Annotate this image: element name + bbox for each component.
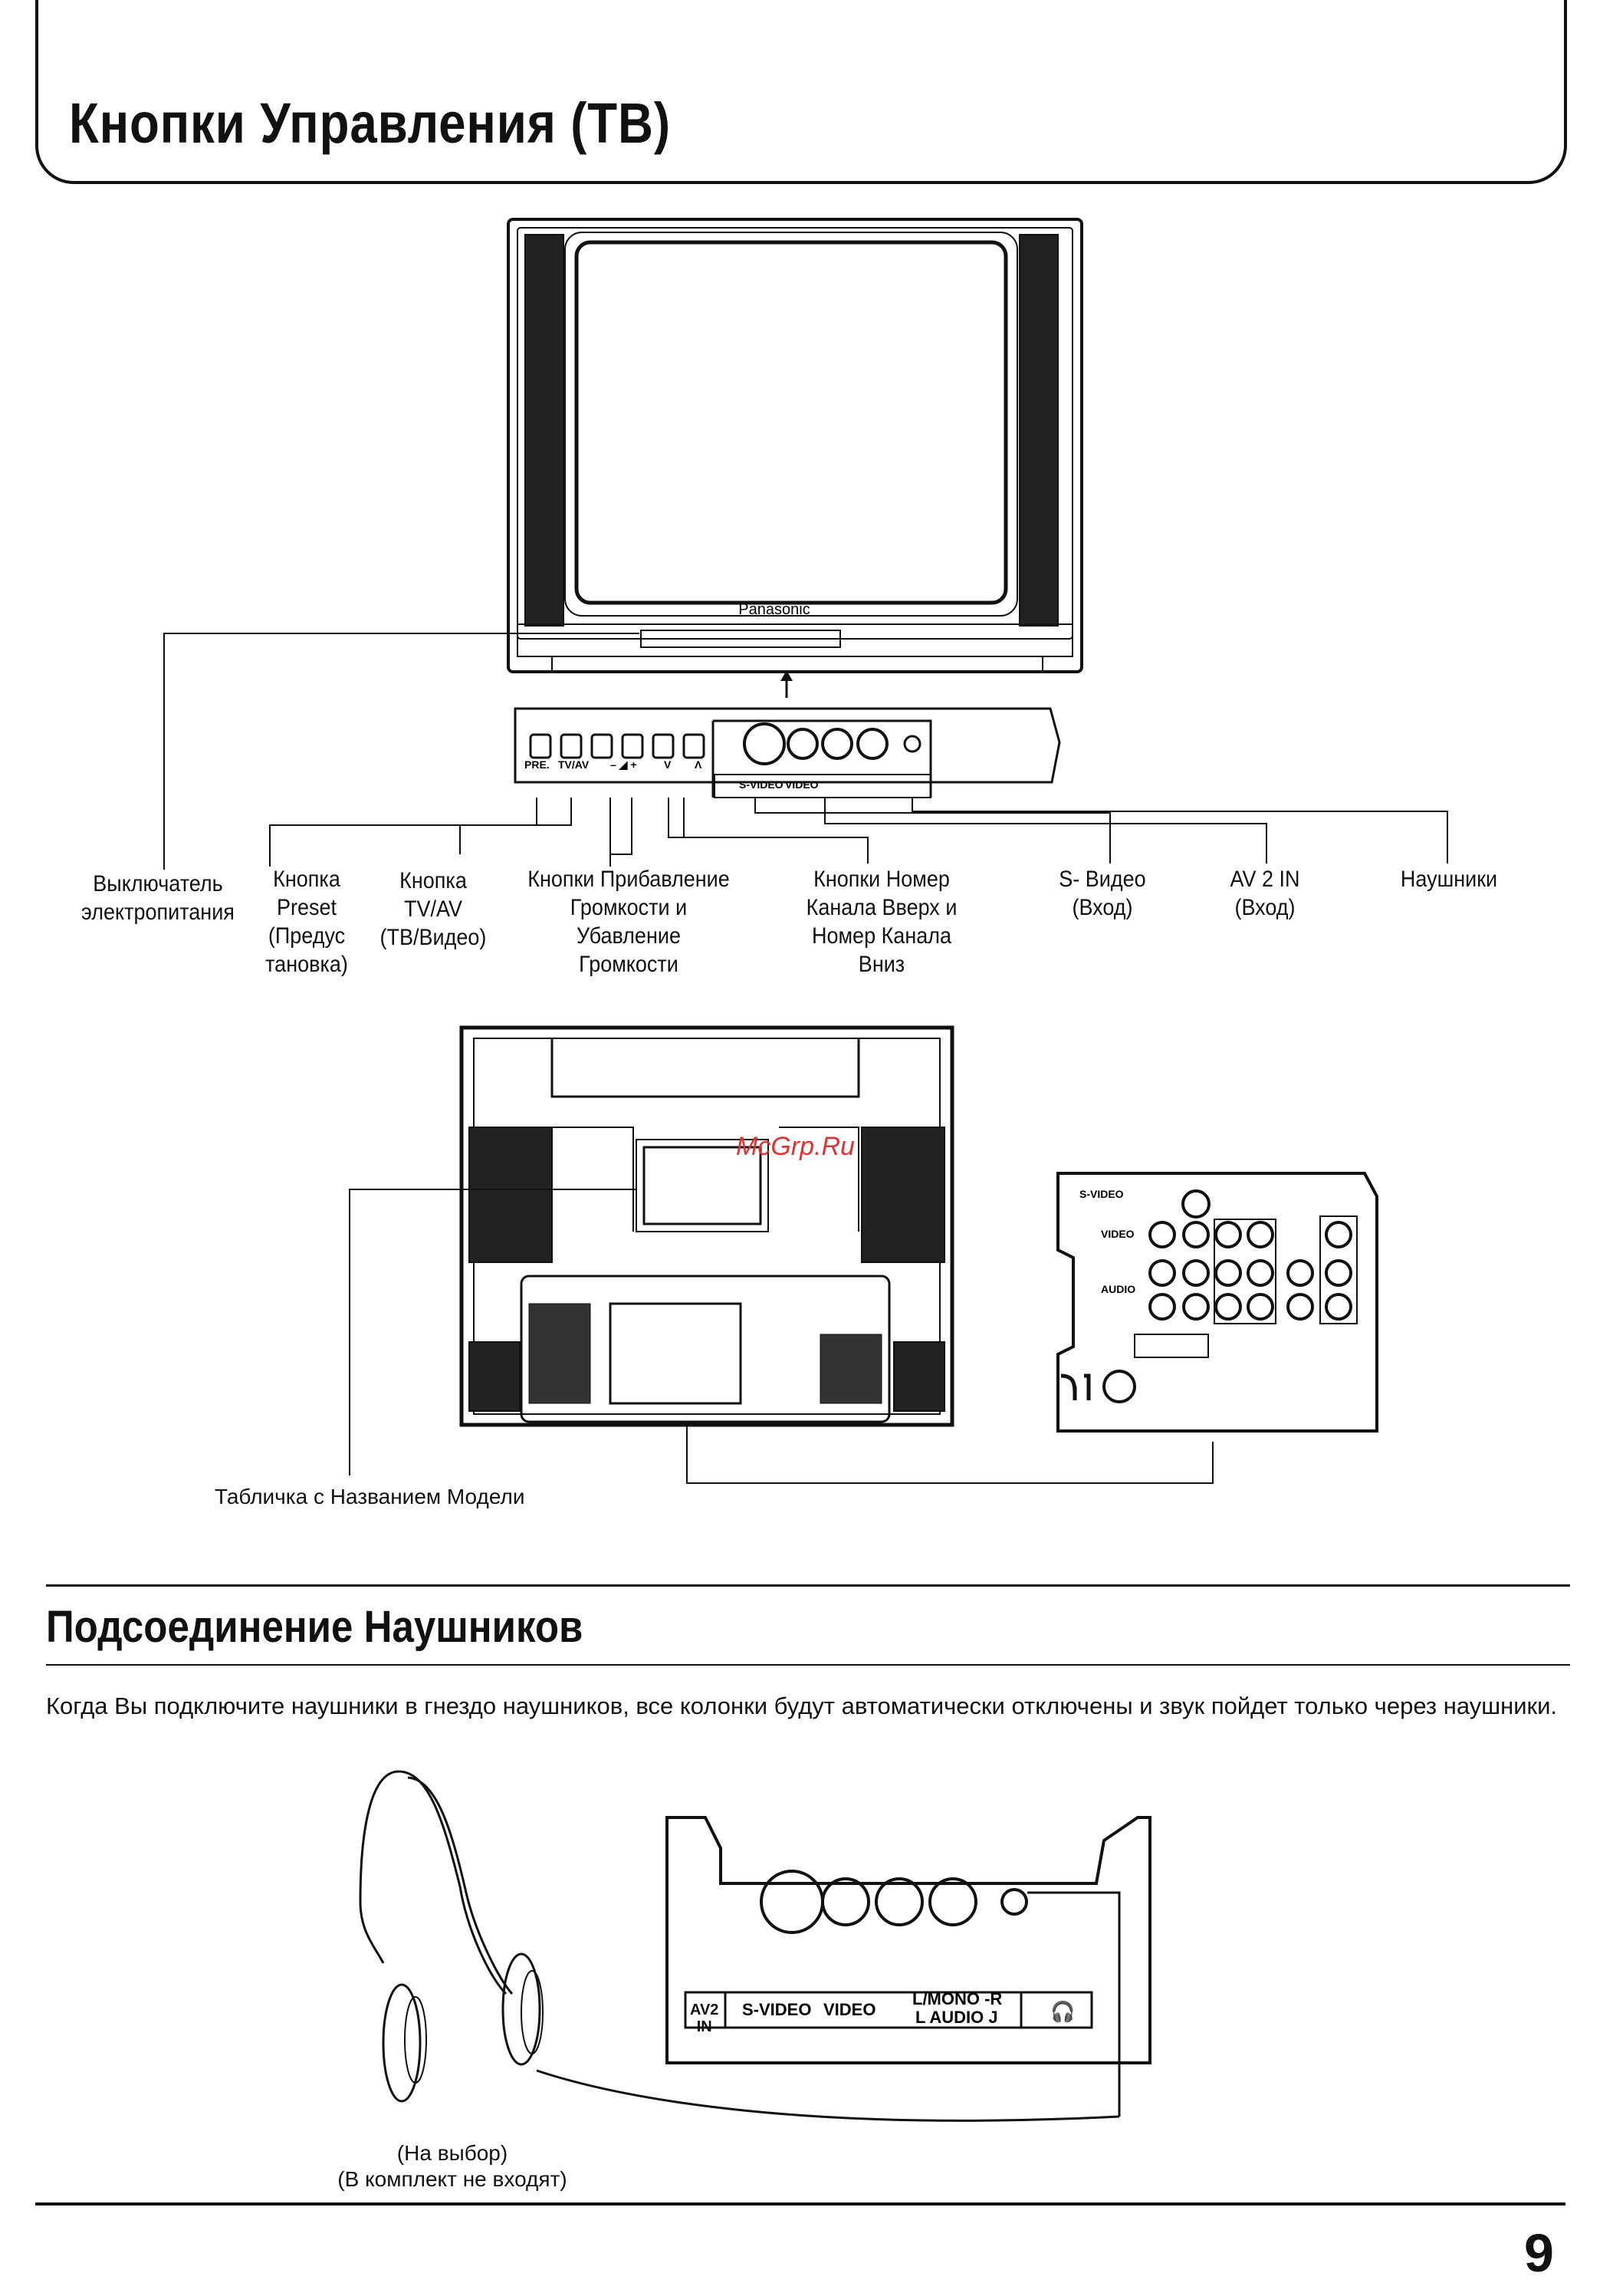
- callout-svideo: S- Видео (Вход): [1059, 867, 1146, 920]
- section-rule-bottom: [46, 1664, 1570, 1666]
- panel-label-ch-up: Λ: [695, 758, 702, 771]
- callout-channel: Кнопки Номер Канала Вверх и Номер Канала…: [806, 867, 958, 977]
- panel-label-tvav: TV/AV: [558, 758, 590, 771]
- hp-label-svideo: S-VIDEO: [742, 2000, 811, 2019]
- callout-preset: Кнопка Preset (Предус тановка): [265, 867, 348, 977]
- panel-label-video: VIDEO: [785, 778, 819, 791]
- section-paragraph: Когда Вы подключите наушники в гнездо на…: [46, 1692, 1558, 1719]
- rear-jack-panel: [1056, 1172, 1378, 1433]
- hp-label-audio-top: L/MONO -R: [912, 1989, 1002, 2008]
- panel-label-volume: – ◢ +: [610, 758, 637, 771]
- hp-label-av2: AV2 IN: [690, 2002, 719, 2035]
- hp-label-video: VIDEO: [823, 2000, 875, 2019]
- callout-tvav: Кнопка TV/AV (ТВ/Видео): [379, 868, 487, 950]
- model-plate-label: Табличка с Названием Модели: [215, 1485, 525, 1508]
- rear-label-video: VIDEO: [1101, 1228, 1135, 1240]
- panel-label-preset: PRE.: [524, 758, 550, 771]
- headphones-illustration: [359, 1770, 1120, 2122]
- panel-label-svideo: S-VIDEO: [739, 778, 784, 791]
- tv-rear-illustration: [459, 1025, 954, 1427]
- page-number: 9: [1524, 2223, 1554, 2283]
- section-title: Подсоединение Наушников: [46, 1602, 583, 1652]
- page-title: Кнопки Управления (ТВ): [69, 91, 671, 155]
- watermark: McGrp.Ru: [736, 1132, 855, 1161]
- footer-rule: [35, 2202, 1565, 2206]
- tv-front-illustration: [507, 218, 1083, 673]
- callout-lines: [163, 633, 1448, 870]
- section-rule-top: [46, 1584, 1570, 1587]
- headphone-icon: 🎧: [1050, 2000, 1075, 2023]
- title-frame: [35, 0, 1567, 184]
- rear-label-audio: AUDIO: [1101, 1283, 1135, 1295]
- callout-power: Выключатель электропитания: [81, 871, 235, 925]
- hp-label-audio-bottom: L AUDIO J: [915, 2008, 998, 2027]
- callout-headphones: Наушники: [1400, 867, 1498, 892]
- optional-label: (На выбор): [396, 2141, 508, 2165]
- not-included-label: (В комплект не входят): [337, 2167, 567, 2191]
- callout-volume: Кнопки Прибавление Громкости и Убавление…: [527, 867, 730, 977]
- tv-brand: Panasonic: [738, 601, 810, 618]
- control-panel-enlarged: [514, 707, 1061, 798]
- headphone-jack-panel: [665, 1816, 1151, 2117]
- callout-av2: AV 2 IN (Вход): [1230, 867, 1300, 920]
- panel-label-ch-down: V: [664, 758, 672, 771]
- rear-label-svideo: S-VIDEO: [1079, 1188, 1124, 1200]
